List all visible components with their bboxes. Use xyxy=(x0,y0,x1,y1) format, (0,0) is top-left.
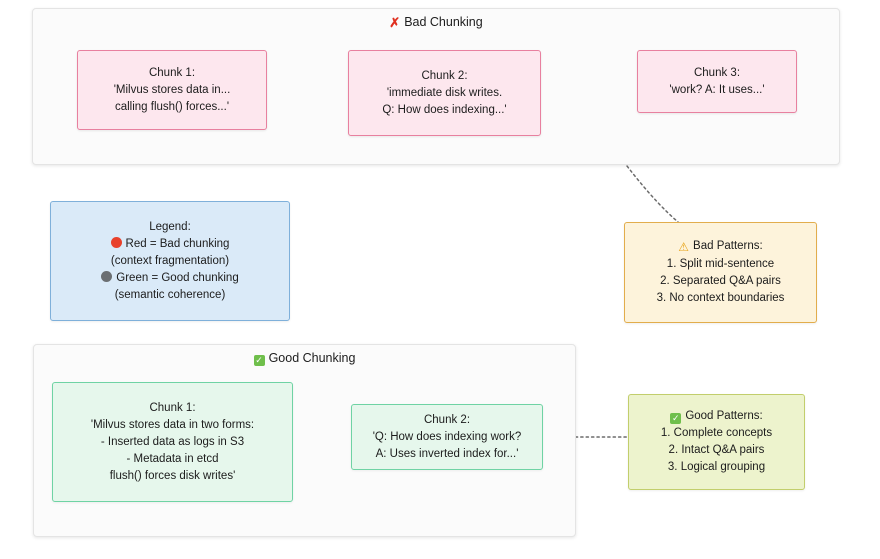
legend-red-sublabel: (context fragmentation) xyxy=(110,254,230,267)
bad-chunk-1[interactable]: Chunk 1: 'Milvus stores data in... calli… xyxy=(77,50,267,130)
good-patterns-item-2: 2. Intact Q&A pairs xyxy=(668,444,765,456)
bad-chunk-2-line-1: Chunk 2: xyxy=(421,69,468,82)
bad-chunk-1-line-2: 'Milvus stores data in... xyxy=(113,83,231,96)
good-patterns-item-3: 3. Logical grouping xyxy=(667,461,766,473)
cross-mark-icon: ✗ xyxy=(389,15,401,30)
check-mark-button-icon: ✓ xyxy=(253,355,265,366)
good-chunk-2-line-3: A: Uses inverted index for...' xyxy=(375,447,519,460)
legend-box: Legend: Red = Bad chunking (context frag… xyxy=(50,201,290,321)
bad-chunk-1-line-3: calling flush() forces...' xyxy=(114,100,230,113)
warning-sign-icon: ⚠ xyxy=(678,240,690,254)
good-patterns-item-1: 1. Complete concepts xyxy=(660,427,773,439)
good-chunking-title: ✓Good Chunking xyxy=(34,351,575,366)
good-patterns-title-row: ✓Good Patterns: xyxy=(670,408,763,425)
bad-chunk-2[interactable]: Chunk 2: 'immediate disk writes. Q: How … xyxy=(348,50,541,136)
bad-chunk-2-line-2: 'immediate disk writes. xyxy=(386,86,503,99)
bad-chunk-2-line-3: Q: How does indexing...' xyxy=(382,103,507,116)
good-chunk-1-line-5: flush() forces disk writes' xyxy=(109,469,236,482)
gray-circle-icon xyxy=(101,270,113,282)
bad-chunk-1-line-1: Chunk 1: xyxy=(148,66,196,79)
good-chunk-2[interactable]: Chunk 2: 'Q: How does indexing work? A: … xyxy=(351,404,543,470)
legend-red-label: Red = Bad chunking xyxy=(125,237,230,250)
good-chunk-1-line-1: Chunk 1: xyxy=(149,401,196,414)
good-chunking-title-label: Good Chunking xyxy=(268,351,356,365)
legend-row-red: Red = Bad chunking xyxy=(110,236,230,253)
good-chunk-1[interactable]: Chunk 1: 'Milvus stores data in two form… xyxy=(52,382,293,502)
bad-chunking-title: ✗Bad Chunking xyxy=(33,15,839,31)
bad-chunk-3[interactable]: Chunk 3: 'work? A: It uses...' xyxy=(637,50,797,113)
bad-patterns-item-3: 3. No context boundaries xyxy=(656,292,785,304)
legend-green-sublabel: (semantic coherence) xyxy=(114,288,226,301)
good-patterns-box[interactable]: ✓Good Patterns: 1. Complete concepts 2. … xyxy=(628,394,805,490)
bad-chunk-3-line-1: Chunk 3: xyxy=(693,66,741,79)
bad-patterns-title-row: ⚠Bad Patterns: xyxy=(678,238,762,256)
check-mark-button-icon: ✓ xyxy=(670,413,682,424)
good-chunk-1-line-2: 'Milvus stores data in two forms: xyxy=(90,418,255,431)
bad-chunk-3-line-2: 'work? A: It uses...' xyxy=(669,83,765,96)
bad-chunking-title-label: Bad Chunking xyxy=(404,15,483,29)
legend-row-green: Green = Good chunking xyxy=(101,270,239,287)
good-chunk-2-line-1: Chunk 2: xyxy=(423,413,471,426)
bad-patterns-item-2: 2. Separated Q&A pairs xyxy=(660,275,781,287)
red-circle-icon xyxy=(110,236,122,248)
good-patterns-title: Good Patterns: xyxy=(685,410,763,422)
bad-patterns-item-1: 1. Split mid-sentence xyxy=(666,258,775,270)
good-chunk-1-line-4: - Metadata in etcd xyxy=(126,452,219,465)
legend-green-label: Green = Good chunking xyxy=(116,271,239,284)
bad-patterns-box[interactable]: ⚠Bad Patterns: 1. Split mid-sentence 2. … xyxy=(624,222,817,323)
good-chunk-2-line-2: 'Q: How does indexing work? xyxy=(372,430,522,443)
good-chunk-1-line-3: - Inserted data as logs in S3 xyxy=(100,435,245,448)
legend-title: Legend: xyxy=(149,220,191,233)
bad-patterns-title: Bad Patterns: xyxy=(693,240,763,252)
